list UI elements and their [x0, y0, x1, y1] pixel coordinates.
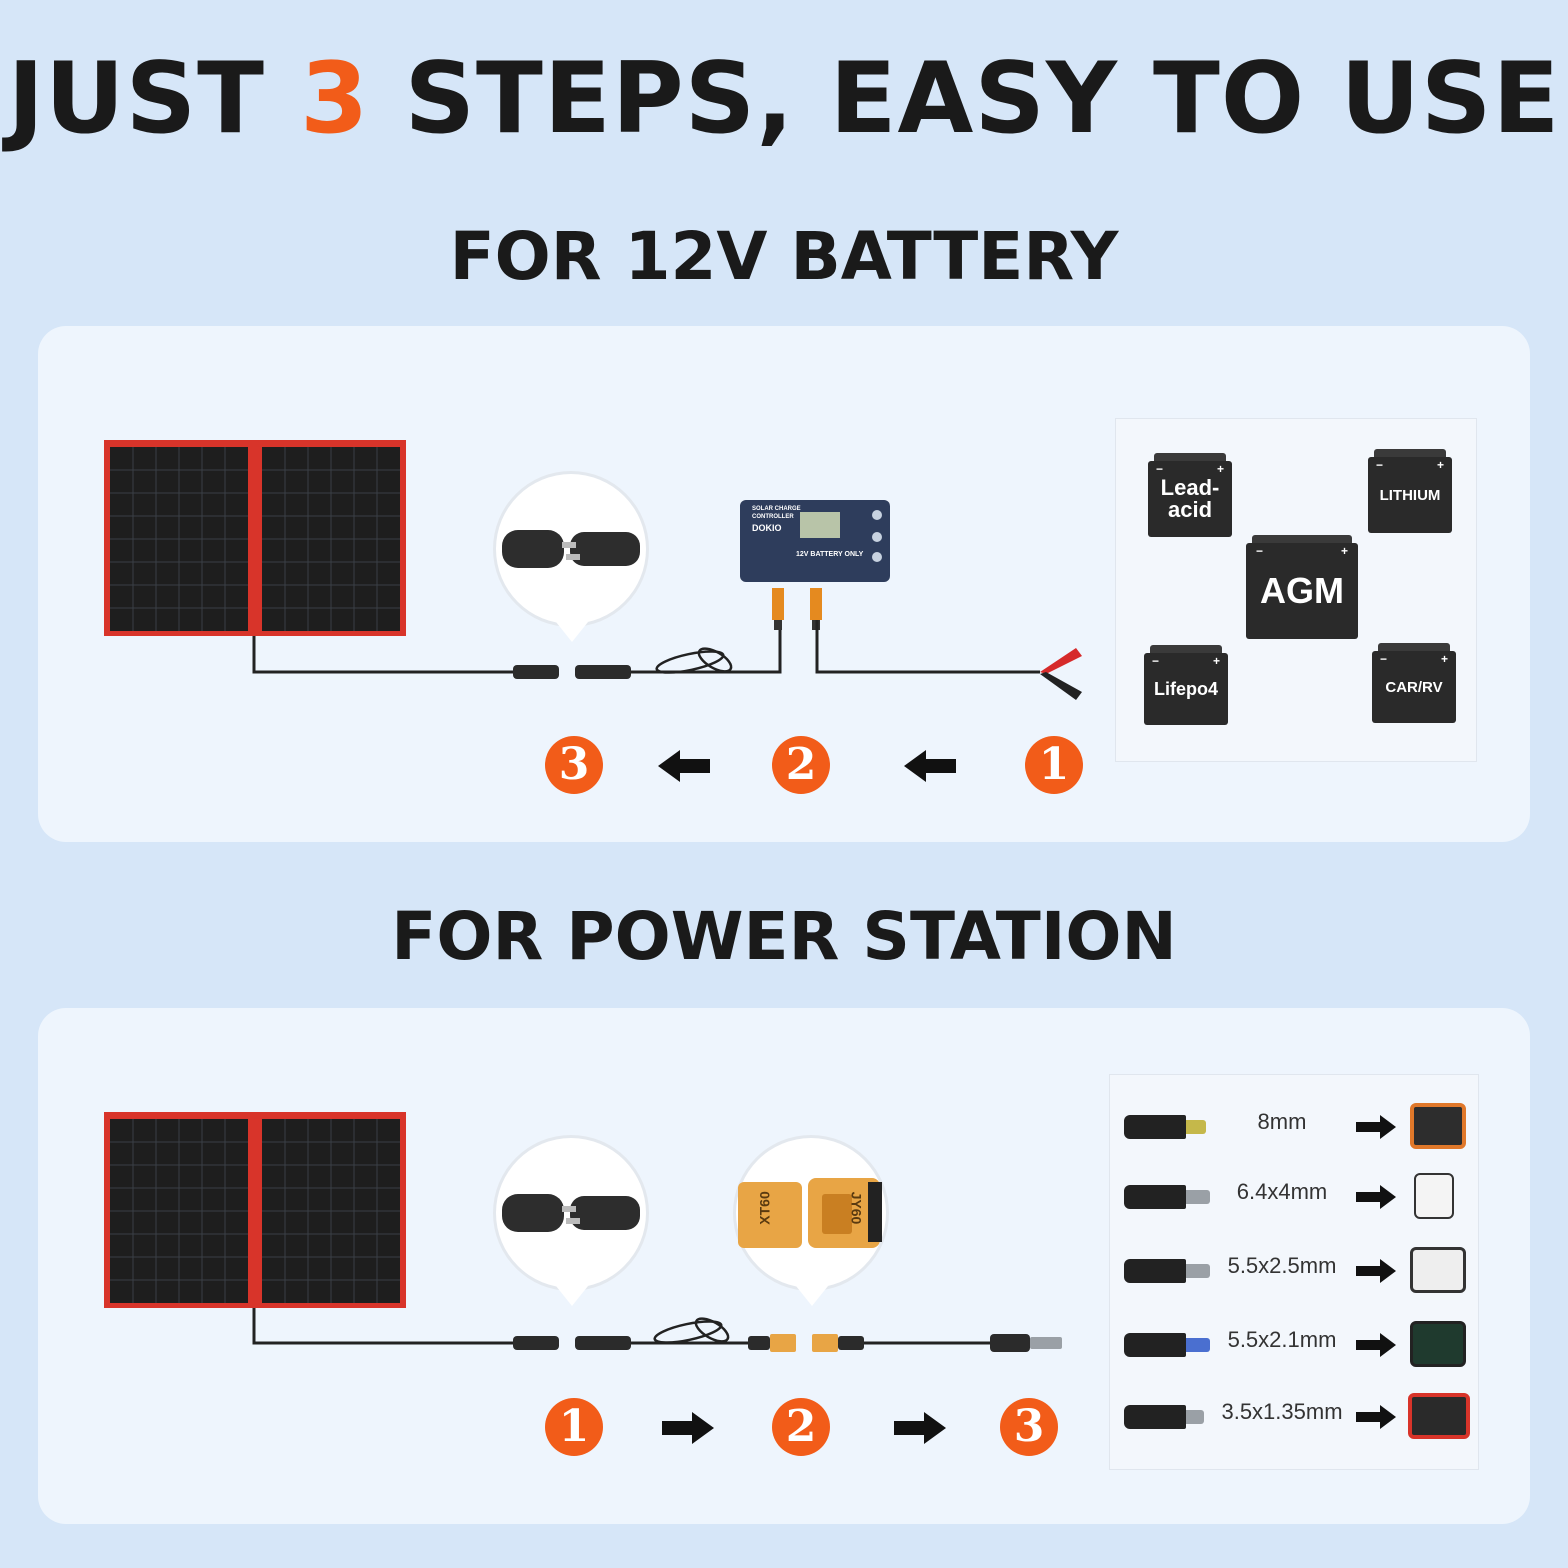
power-station-device-icon	[1408, 1393, 1470, 1439]
arrow-right-icon	[1356, 1115, 1396, 1139]
step-1-badge: 1	[1025, 736, 1083, 794]
bubble-pointer	[556, 622, 588, 642]
bubble-pointer	[796, 1286, 828, 1306]
plug-icon	[1124, 1115, 1186, 1139]
power-station-device-icon	[1410, 1321, 1466, 1367]
arrow-right-icon	[1356, 1185, 1396, 1209]
step-3-badge: 3	[545, 736, 603, 794]
solar-panel-station	[104, 1112, 406, 1308]
plug-label: 8mm	[1257, 1109, 1307, 1134]
step-3-badge: 3	[1000, 1398, 1058, 1456]
xt60-connector-icon	[738, 1178, 882, 1248]
title-post: STEPS, EASY TO USE	[369, 42, 1561, 156]
battery-lifepo4-label: Lifepo4	[1153, 679, 1218, 699]
battery-lead-acid: − + Lead-acid	[1148, 453, 1232, 537]
step-1-badge: 1	[545, 1398, 603, 1456]
main-title: JUST 3 STEPS, EASY TO USE	[0, 42, 1568, 156]
plug-label: 3.5x1.35mm	[1221, 1399, 1343, 1424]
sae-connector-bubble	[496, 474, 646, 624]
arrow-right-icon	[1356, 1259, 1396, 1283]
battery-lifepo4: −+ Lifepo4	[1144, 645, 1228, 725]
controller-line-1: SOLAR CHARGE CONTROLLER	[752, 506, 801, 521]
battery-car-rv: −+ CAR/RV	[1372, 643, 1456, 723]
battery-types-panel: − + Lead-acid −+ LITHIUM −+ AGM −+ Lifep…	[1115, 418, 1477, 762]
plug-label: 6.4x4mm	[1236, 1179, 1328, 1204]
plug-icon	[1124, 1333, 1186, 1357]
plug-row: 5.5x2.5mm	[1110, 1245, 1480, 1295]
title-number: 3	[300, 42, 370, 156]
plug-label: 5.5x2.5mm	[1227, 1253, 1337, 1278]
station-section-title: FOR POWER STATION	[391, 898, 1177, 975]
jy60-label: JY60	[848, 1191, 865, 1225]
battery-section-title: FOR 12V BATTERY	[449, 218, 1119, 295]
plug-icon	[1124, 1405, 1186, 1429]
arrow-right-icon	[1356, 1333, 1396, 1357]
battery-lithium-label: LITHIUM	[1379, 486, 1441, 504]
battery-car-rv-label: CAR/RV	[1385, 678, 1443, 696]
xt60-connector-bubble: XT60 JY60	[736, 1138, 886, 1288]
step-2-badge: 2	[772, 1398, 830, 1456]
controller-brand: DOKIO	[752, 522, 782, 533]
controller-battery-only: 12V BATTERY ONLY	[796, 551, 864, 558]
sae-connector-icon	[502, 1194, 640, 1232]
power-station-device-icon	[1410, 1103, 1466, 1149]
battery-lead-acid-label: Lead-acid	[1160, 475, 1220, 522]
controller-label: SOLAR CHARGE CONTROLLER DOKIO	[752, 505, 802, 534]
arrow-right-icon	[1356, 1405, 1396, 1429]
arrow-left-icon	[658, 750, 710, 782]
dc-plugs-panel: 8mm 6.4x4mm 5.5x2.5mm 5.5x2.1mm 3.5x1.35…	[1109, 1074, 1479, 1470]
arrow-right-icon	[662, 1412, 714, 1444]
sae-connector-icon	[502, 530, 640, 568]
plug-label: 5.5x2.1mm	[1227, 1327, 1337, 1352]
arrow-left-icon	[904, 750, 956, 782]
power-station-device-icon	[1410, 1247, 1466, 1293]
charge-controller	[740, 500, 890, 630]
plug-row: 3.5x1.35mm	[1110, 1391, 1480, 1441]
battery-agm: −+ AGM	[1246, 535, 1358, 639]
solar-panel-battery	[104, 440, 406, 636]
plug-row: 5.5x2.1mm	[1110, 1319, 1480, 1369]
plug-icon	[1124, 1259, 1186, 1283]
power-station-device-icon	[1414, 1173, 1454, 1219]
plug-row: 8mm	[1110, 1101, 1480, 1151]
xt60-label: XT60	[756, 1191, 773, 1225]
sae-connector-bubble-2	[496, 1138, 646, 1288]
bubble-pointer	[556, 1286, 588, 1306]
title-pre: JUST	[7, 42, 301, 156]
step-2-badge: 2	[772, 736, 830, 794]
plug-row: 6.4x4mm	[1110, 1171, 1480, 1221]
arrow-right-icon	[894, 1412, 946, 1444]
battery-agm-label: AGM	[1260, 570, 1344, 611]
plug-icon	[1124, 1185, 1186, 1209]
battery-lithium: −+ LITHIUM	[1368, 449, 1452, 533]
